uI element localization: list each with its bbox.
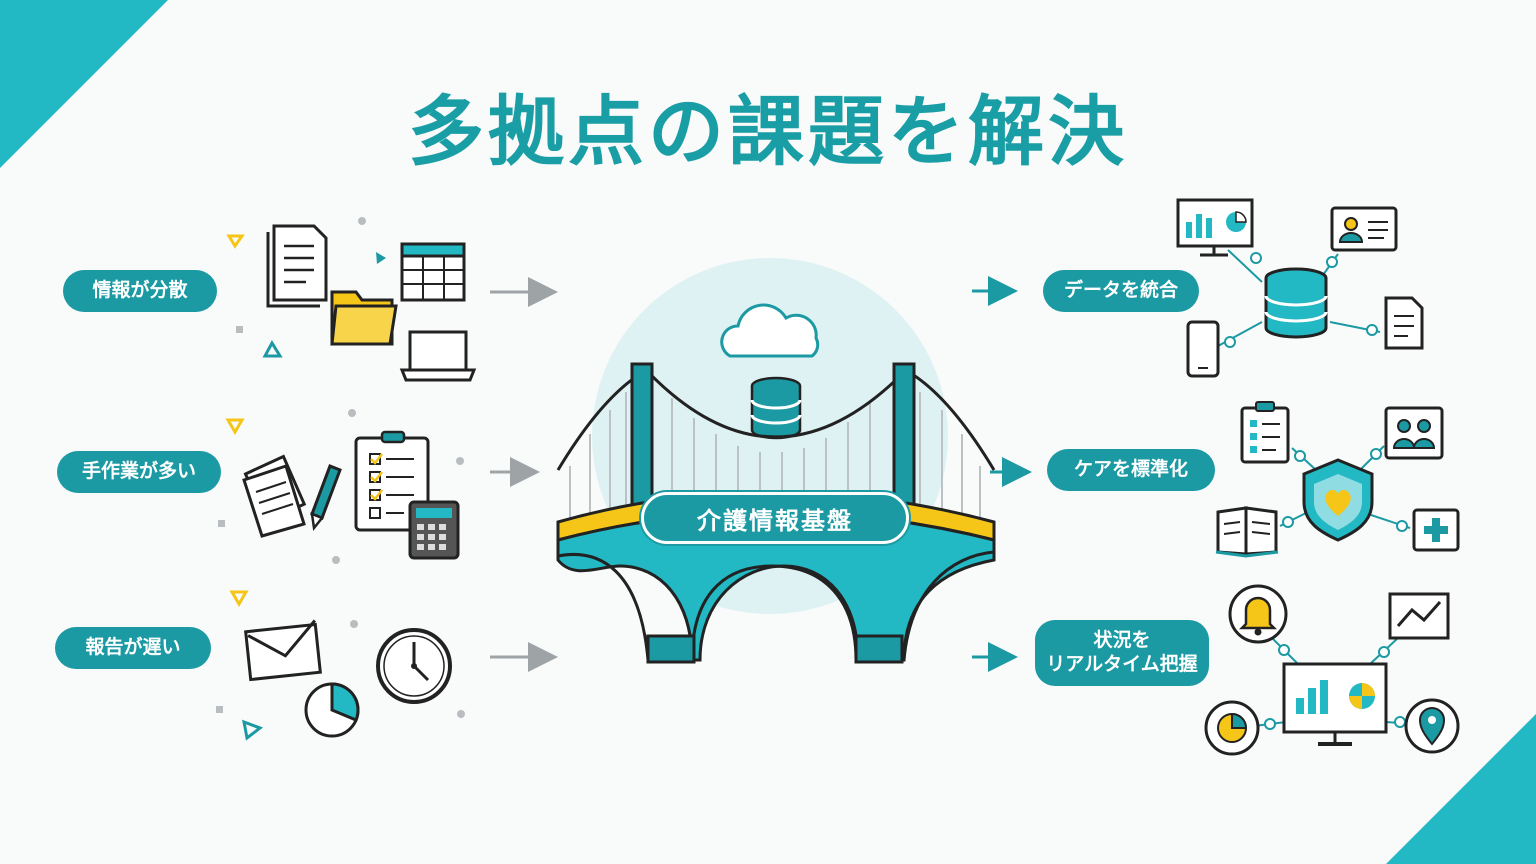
laptop-icon — [399, 330, 477, 382]
page-title: 多拠点の課題を解決 — [408, 87, 1128, 176]
corner-decoration-bottom-right — [1386, 714, 1536, 864]
scattered-confetti — [216, 217, 465, 741]
bell-icon — [1228, 584, 1288, 644]
challenge-label: 報告が遅い — [85, 636, 181, 659]
solution-pill-data-integration: データを統合 — [1043, 270, 1199, 312]
platform-label: 介護情報基盤 — [641, 492, 909, 544]
challenge-label: 情報が分散 — [92, 279, 188, 302]
envelope-icon — [244, 619, 322, 682]
dashboard-monitor-icon — [1282, 662, 1388, 746]
id-card-icon — [1330, 206, 1398, 252]
open-book-icon — [1215, 506, 1279, 558]
database-icon — [750, 376, 802, 440]
medical-cross-icon — [1412, 508, 1460, 552]
document-icon — [266, 224, 328, 308]
smartphone-icon — [1186, 320, 1220, 378]
pencil-icon — [310, 464, 342, 532]
standardize-care-cluster — [1215, 401, 1460, 558]
solution-label: データを統合 — [1063, 279, 1178, 302]
monitor-chart-icon — [1176, 198, 1254, 257]
pie-chart-circle-icon — [1204, 700, 1260, 756]
data-integration-cluster — [1176, 198, 1424, 378]
challenge-pill-slow-reporting: 報告が遅い — [55, 627, 211, 669]
cloud-icon — [720, 303, 820, 358]
folder-icon — [330, 290, 398, 346]
clipboard-checklist-icon — [1240, 401, 1290, 464]
users-group-icon — [1384, 406, 1444, 460]
bridge-illustration — [556, 258, 996, 664]
location-pin-icon — [1404, 698, 1460, 754]
calculator-icon — [408, 500, 460, 560]
challenge-pill-information-scattered: 情報が分散 — [63, 270, 217, 312]
shield-heart-icon — [1302, 458, 1374, 542]
solution-label-line2: リアルタイム把握 — [1046, 653, 1198, 675]
solution-pill-realtime-status: 状況を リアルタイム把握 — [1035, 620, 1209, 686]
solution-label-line1: 状況を — [1093, 629, 1151, 652]
realtime-status-cluster — [1204, 584, 1460, 756]
clock-icon — [376, 628, 452, 704]
pie-chart-icon — [304, 682, 360, 738]
document-file-icon — [1384, 296, 1424, 350]
solution-pill-standardize-care: ケアを標準化 — [1047, 449, 1215, 491]
trend-chart-icon — [1388, 592, 1450, 640]
papers-icon — [242, 454, 307, 538]
corner-decoration-top-left — [0, 0, 168, 168]
database-hub-icon — [1264, 267, 1328, 339]
challenge-pill-manual-work: 手作業が多い — [57, 451, 221, 493]
spreadsheet-icon — [400, 242, 466, 302]
challenge-label: 手作業が多い — [81, 460, 196, 483]
solution-label: ケアを標準化 — [1073, 458, 1188, 481]
